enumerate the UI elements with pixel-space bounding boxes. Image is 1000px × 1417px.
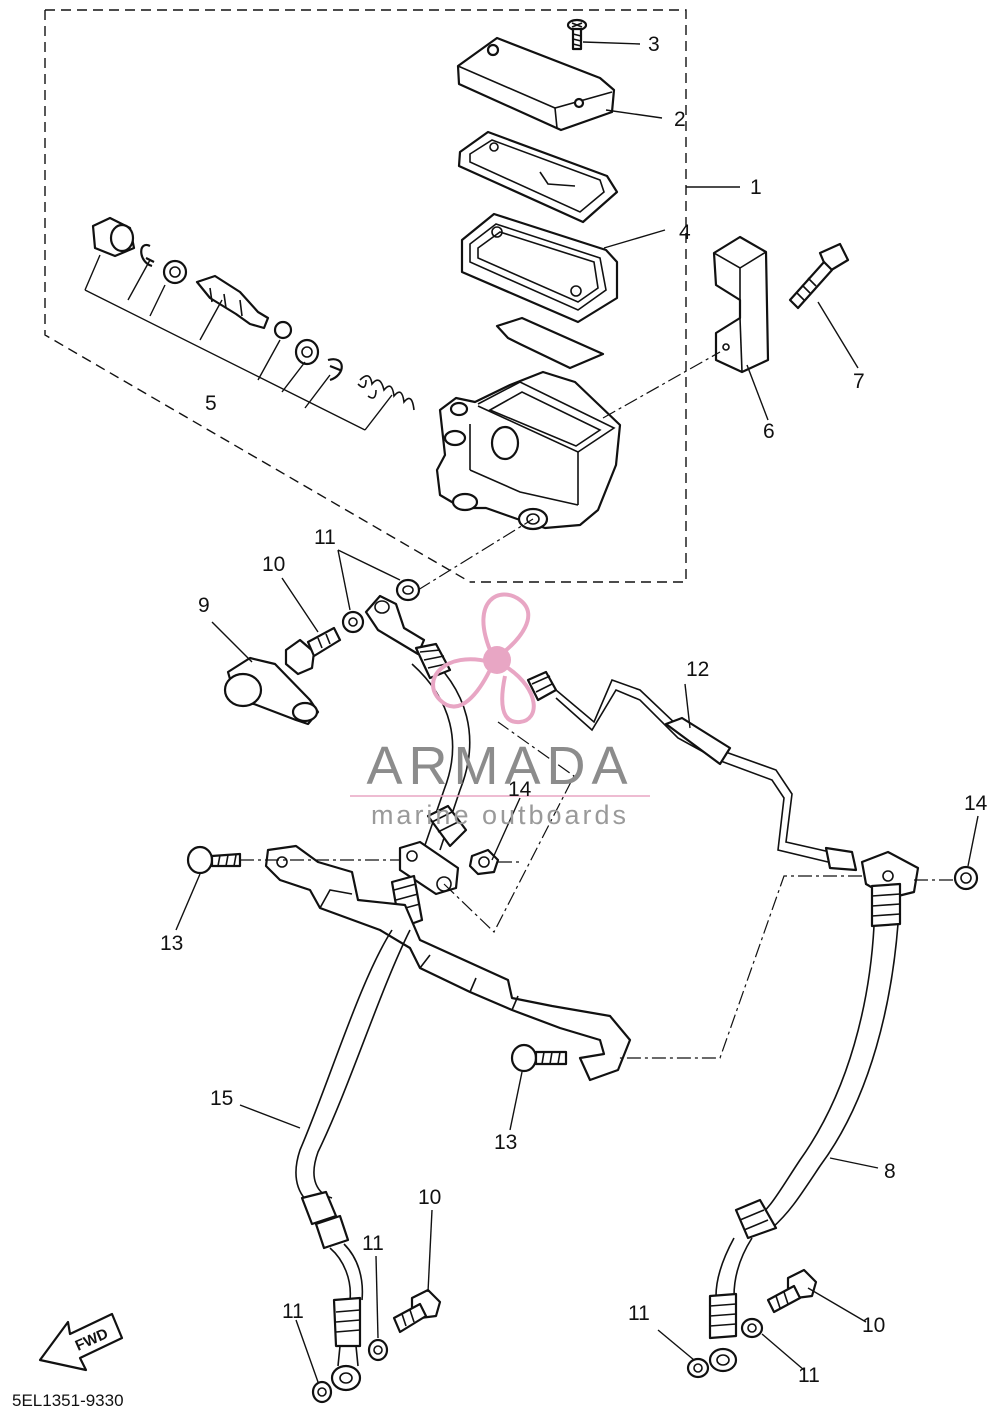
- assembly-boundary: [44, 9, 687, 583]
- diagram-code: 5EL1351-9330: [12, 1391, 124, 1410]
- part-14-nut-center: [468, 848, 500, 876]
- banjo-union-upper: [341, 578, 426, 656]
- callout-10-left: 10: [418, 1186, 441, 1209]
- armada-watermark: ARMADA marine outboards: [350, 592, 650, 830]
- callout-2: 2: [674, 108, 686, 131]
- hose-bracket: [264, 844, 632, 1082]
- watermark-tagline: marine outboards: [371, 800, 629, 830]
- callout-12: 12: [686, 658, 709, 681]
- callout-11-left-lower: 11: [282, 1300, 304, 1323]
- reference-lines: [240, 351, 955, 1059]
- part-5-piston-kit: [91, 216, 415, 411]
- callout-8: 8: [884, 1160, 896, 1183]
- part-7-bolt: [788, 242, 850, 310]
- callout-4: 4: [679, 221, 691, 244]
- part-10-union-bolt-upper: [284, 626, 342, 676]
- part-4-diaphragm: [460, 212, 619, 324]
- part-6-holder: [712, 235, 770, 374]
- callout-10-right: 10: [862, 1314, 885, 1337]
- callout-14-right: 14: [964, 792, 988, 815]
- part-15-brake-hose-left: [295, 929, 411, 1392]
- callout-13-right: 13: [494, 1131, 517, 1154]
- part-5-leader-lines: [84, 254, 393, 431]
- part-9-cap: [223, 656, 320, 726]
- part-4-plate: [495, 316, 605, 370]
- callout-11-right-upper: 11: [628, 1302, 650, 1325]
- callout-14-center: 14: [508, 778, 532, 801]
- callout-11-right-lower: 11: [798, 1364, 820, 1387]
- part-10-union-bolt-left: [392, 1288, 442, 1334]
- part-13-bolt-left: [186, 845, 242, 875]
- callout-11-left-upper: 11: [362, 1232, 384, 1255]
- part-14-nut-right: [953, 865, 979, 891]
- callout-5: 5: [205, 392, 217, 415]
- part-4-diaphragm-gasket: [457, 130, 619, 224]
- part-3-screw: [566, 18, 588, 51]
- part-2-reservoir-cap: [456, 36, 616, 132]
- watermark-brand: ARMADA: [366, 736, 633, 796]
- callout-9: 9: [198, 594, 210, 617]
- callout-6: 6: [763, 420, 775, 443]
- upper-brake-hose: [411, 642, 471, 851]
- callout-numbers: 3 2 1 4 7 6 5 11 10 9 12 14 14 13 13 15 …: [160, 33, 988, 1387]
- callout-13-left: 13: [160, 932, 183, 955]
- part-13-bolt-right: [510, 1043, 568, 1073]
- callout-7: 7: [853, 370, 865, 393]
- callout-3: 3: [648, 33, 660, 56]
- master-cylinder-body: [435, 370, 622, 531]
- part-8-brake-hose-right: [708, 923, 899, 1373]
- callout-11-upper: 11: [314, 526, 336, 549]
- part-12-brake-pipe: [526, 670, 858, 872]
- callout-leaders: [175, 41, 979, 1383]
- right-joint: [860, 850, 920, 928]
- fwd-direction-arrow: FWD: [38, 1312, 124, 1372]
- part-10-union-bolt-right: [766, 1268, 818, 1314]
- armada-logo: [431, 592, 536, 725]
- callout-15: 15: [210, 1087, 233, 1110]
- callout-10-upper: 10: [262, 553, 285, 576]
- part-11-washers-lower: [311, 1317, 764, 1404]
- callout-1: 1: [750, 176, 762, 199]
